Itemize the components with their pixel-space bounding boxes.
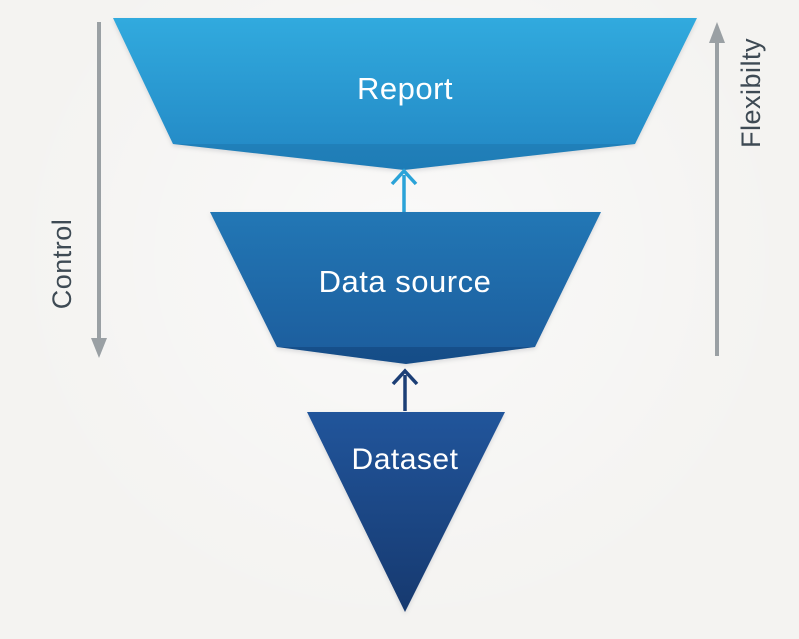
report-fold xyxy=(173,144,635,170)
data-source-fold xyxy=(277,347,535,364)
up-arrow-head-light-icon xyxy=(390,168,418,186)
funnel-level-dataset: Dataset xyxy=(307,412,505,612)
arrow-datasource-to-report xyxy=(390,168,418,212)
flexibility-arrow-up-icon xyxy=(709,22,725,43)
dataset-shape xyxy=(307,412,505,612)
report-shape xyxy=(113,18,697,170)
flexibility-rail: Flexibilty xyxy=(709,22,766,356)
funnel-level-report: Report xyxy=(113,18,697,170)
flexibility-label: Flexibilty xyxy=(736,38,766,148)
control-rail: Control xyxy=(47,22,107,358)
data-source-label: Data source xyxy=(319,264,492,299)
report-label: Report xyxy=(357,71,453,106)
arrow-dataset-to-datasource xyxy=(391,368,419,411)
control-label: Control xyxy=(47,219,77,310)
data-source-shape xyxy=(210,212,601,364)
dataset-label: Dataset xyxy=(352,443,459,476)
up-arrow-head-dark-icon xyxy=(391,368,419,386)
funnel-level-data-source: Data source xyxy=(210,212,601,364)
control-arrow-down-icon xyxy=(91,338,107,358)
